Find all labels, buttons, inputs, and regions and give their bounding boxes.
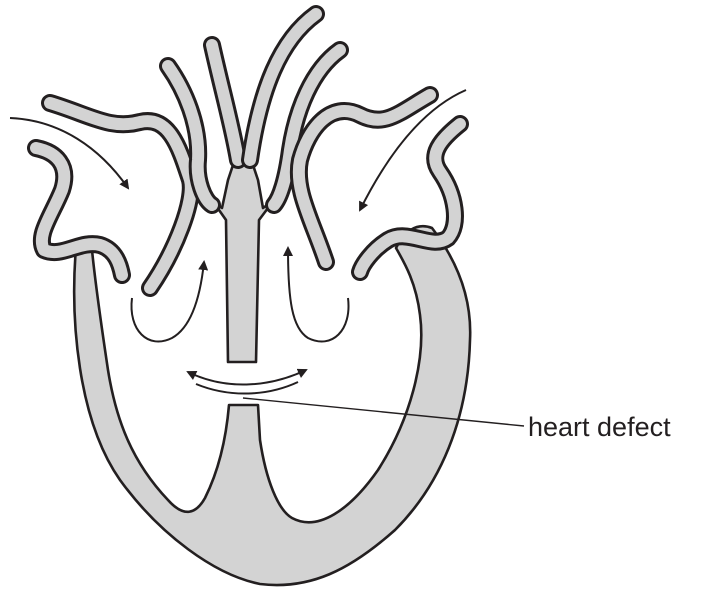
arrow-shunt-double-headed bbox=[188, 370, 306, 385]
outer-heart-wall bbox=[74, 226, 470, 585]
upper-septum bbox=[212, 150, 274, 362]
heart-defect-label: heart defect bbox=[528, 412, 671, 442]
leader-line bbox=[243, 398, 524, 426]
